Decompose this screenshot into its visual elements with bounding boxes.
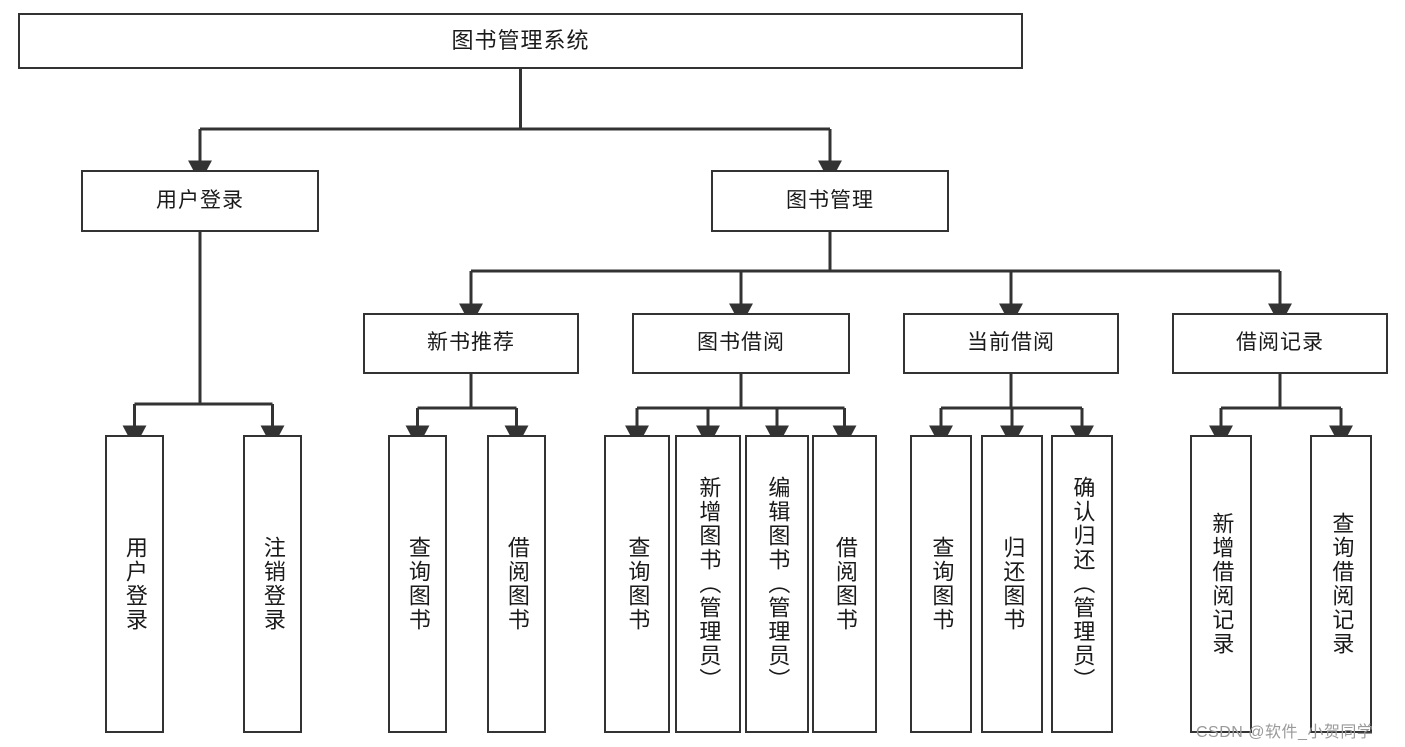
leaf-node-查询借阅记录-12[interactable]: 查询借阅记录 bbox=[1310, 435, 1372, 733]
root-node-图书管理系统[interactable]: 图书管理系统 bbox=[18, 13, 1023, 69]
node-label: 借阅记录 bbox=[1236, 331, 1324, 355]
branch-node-借阅记录-5[interactable]: 借阅记录 bbox=[1172, 313, 1388, 374]
node-label: 注销登录 bbox=[260, 536, 286, 632]
leaf-node-查询图书-4[interactable]: 查询图书 bbox=[604, 435, 670, 733]
leaf-node-新增借阅记录-11[interactable]: 新增借阅记录 bbox=[1190, 435, 1252, 733]
leaf-node-编辑图书管理员-6[interactable]: 编辑图书（管理员） bbox=[745, 435, 809, 733]
node-label: 编辑图书（管理员） bbox=[765, 476, 791, 692]
leaf-node-确认归还管理员-10[interactable]: 确认归还（管理员） bbox=[1051, 435, 1113, 733]
leaf-node-查询图书-2[interactable]: 查询图书 bbox=[388, 435, 447, 733]
branch-node-新书推荐-2[interactable]: 新书推荐 bbox=[363, 313, 579, 374]
node-label: 借阅图书 bbox=[832, 536, 858, 632]
node-label: 归还图书 bbox=[1000, 536, 1026, 632]
leaf-node-归还图书-9[interactable]: 归还图书 bbox=[981, 435, 1043, 733]
branch-node-用户登录-0[interactable]: 用户登录 bbox=[81, 170, 319, 232]
node-label: 借阅图书 bbox=[504, 536, 530, 632]
node-label: 用户登录 bbox=[156, 188, 244, 212]
branch-node-当前借阅-4[interactable]: 当前借阅 bbox=[903, 313, 1119, 374]
node-label: 图书借阅 bbox=[697, 331, 785, 355]
branch-node-图书管理-1[interactable]: 图书管理 bbox=[711, 170, 949, 232]
leaf-node-注销登录-1[interactable]: 注销登录 bbox=[243, 435, 302, 733]
leaf-node-借阅图书-3[interactable]: 借阅图书 bbox=[487, 435, 546, 733]
node-label: 查询图书 bbox=[625, 536, 651, 632]
csdn-watermark: CSDN @软件_小贺同学 bbox=[1196, 724, 1374, 741]
node-label: 用户登录 bbox=[122, 536, 148, 632]
node-label: 新增借阅记录 bbox=[1209, 512, 1235, 656]
node-label: 查询借阅记录 bbox=[1329, 512, 1355, 656]
leaf-node-新增图书管理员-5[interactable]: 新增图书（管理员） bbox=[675, 435, 741, 733]
node-label: 确认归还（管理员） bbox=[1070, 476, 1096, 692]
branch-node-图书借阅-3[interactable]: 图书借阅 bbox=[632, 313, 850, 374]
node-label: 新书推荐 bbox=[427, 331, 515, 355]
node-label: 查询图书 bbox=[405, 536, 431, 632]
leaf-node-查询图书-8[interactable]: 查询图书 bbox=[910, 435, 972, 733]
node-label: 图书管理 bbox=[786, 188, 874, 212]
node-label: 新增图书（管理员） bbox=[696, 476, 722, 692]
node-label: 当前借阅 bbox=[967, 331, 1055, 355]
node-label: 图书管理系统 bbox=[451, 28, 590, 54]
leaf-node-用户登录-0[interactable]: 用户登录 bbox=[105, 435, 164, 733]
node-label: 查询图书 bbox=[929, 536, 955, 632]
leaf-node-借阅图书-7[interactable]: 借阅图书 bbox=[812, 435, 877, 733]
